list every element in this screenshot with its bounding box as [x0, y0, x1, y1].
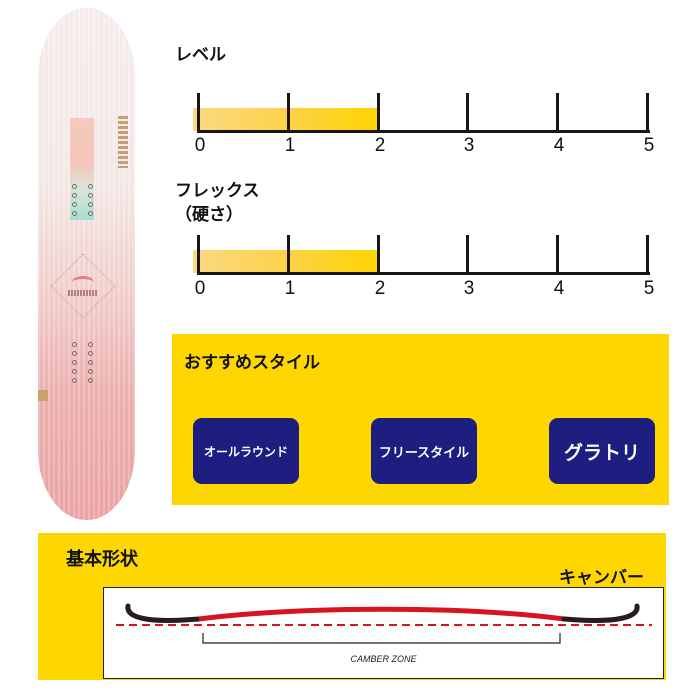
flex-tick-label: 5	[643, 278, 655, 299]
recommended-style-title: おすすめスタイル	[184, 353, 320, 373]
flex-tick-4	[556, 235, 559, 275]
level-tick-1	[287, 93, 290, 133]
camber-zone-label: CAMBER ZONE	[350, 654, 417, 664]
flex-scale: 0 1 2 3 4 5	[190, 232, 660, 299]
flex-tick-5	[646, 235, 649, 275]
flex-tick-2	[377, 235, 380, 275]
wood-grain-texture	[38, 8, 135, 520]
brand-logo-vertical	[118, 116, 128, 168]
camber-profile-icon	[116, 603, 652, 644]
flex-title: フレックス	[175, 181, 260, 201]
profile-name: キャンバー	[559, 568, 644, 588]
flex-tick-1	[287, 235, 290, 275]
level-tick-4	[556, 93, 559, 133]
front-binding-inserts	[72, 184, 94, 216]
level-tick-2	[377, 93, 380, 133]
level-tick-5	[646, 93, 649, 133]
emblem-text	[68, 290, 98, 296]
basic-shape-section: 基本形状 キャンバー CAMBER ZONE	[38, 533, 666, 680]
emblem-arc	[72, 276, 94, 289]
style-badge-allround: オールラウンド	[193, 418, 299, 484]
basic-shape-title: 基本形状	[66, 549, 138, 570]
flex-tick-label: 4	[553, 278, 565, 299]
recommended-style-section: おすすめスタイル オールラウンド フリースタイル グラトリ	[172, 334, 669, 505]
style-badge-freestyle: フリースタイル	[371, 418, 477, 484]
level-bar	[193, 108, 378, 131]
level-tick-label: 0	[194, 135, 206, 156]
level-scale: 0 1 2 3 4 5	[190, 90, 660, 156]
flex-axis	[197, 272, 650, 275]
flex-tick-label: 1	[284, 278, 296, 299]
flex-tick-label: 0	[194, 278, 206, 299]
style-badge-ground-tricks: グラトリ	[549, 418, 655, 484]
level-title: レベル	[175, 45, 226, 65]
level-tick-label: 3	[463, 135, 475, 156]
level-tick-label: 4	[553, 135, 565, 156]
flex-bar	[193, 250, 378, 273]
flex-tick-label: 2	[374, 278, 386, 299]
camber-profile-diagram: CAMBER ZONE	[103, 587, 664, 679]
rear-binding-inserts	[72, 342, 94, 383]
level-tick-label: 2	[374, 135, 386, 156]
level-tick-label: 1	[284, 135, 296, 156]
board-size-tag	[38, 390, 48, 401]
flex-subtitle: （硬さ）	[175, 205, 243, 225]
level-tick-label: 5	[643, 135, 655, 156]
flex-tick-3	[466, 235, 469, 275]
level-tick-3	[466, 93, 469, 133]
level-axis	[197, 130, 650, 133]
snowboard-image	[38, 8, 135, 520]
level-tick-0	[197, 93, 200, 133]
flex-tick-0	[197, 235, 200, 275]
flex-tick-label: 3	[463, 278, 475, 299]
